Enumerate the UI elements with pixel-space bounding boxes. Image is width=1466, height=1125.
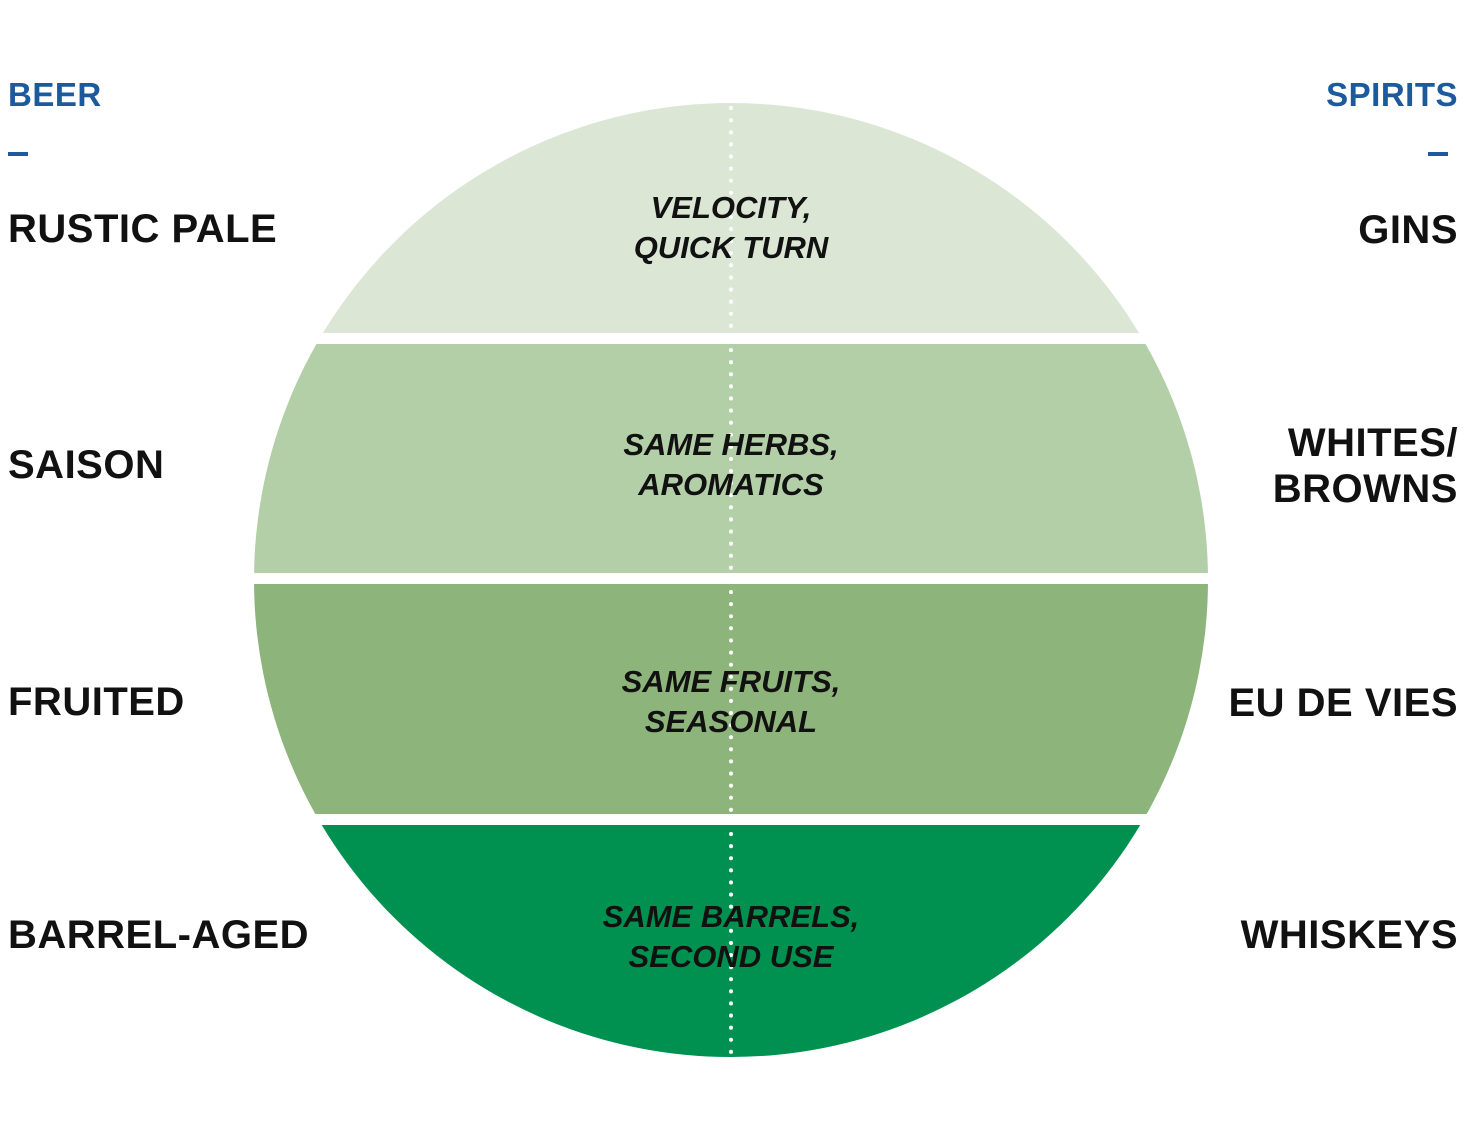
band-velocity-text-line-2: QUICK TURN bbox=[634, 230, 829, 265]
spirits-label-eu-de-vies: EU DE VIES bbox=[1228, 680, 1458, 726]
spirits-label-whiskeys: WHISKEYS bbox=[1241, 912, 1458, 958]
beer-label-fruited: FRUITED bbox=[8, 680, 185, 724]
band-fruits-text-line-2: SEASONAL bbox=[645, 704, 817, 739]
spirits-heading: SPIRITS bbox=[1326, 76, 1458, 113]
beer-label-saison: SAISON bbox=[8, 443, 165, 487]
beer-label-rustic-pale: RUSTIC PALE bbox=[8, 207, 278, 251]
beer-heading-dash bbox=[8, 152, 28, 156]
spirits-label-browns-line: BROWNS bbox=[1272, 467, 1458, 511]
band-fruits-text-line-1: SAME FRUITS, bbox=[622, 664, 841, 699]
spirits-heading-dash bbox=[1428, 152, 1448, 156]
spirits-label-gins: GINS bbox=[1358, 207, 1458, 253]
spirits-label-whites-line: WHITES/ bbox=[1287, 421, 1458, 465]
band-fruits bbox=[254, 584, 1208, 814]
band-herbs-text-line-2: AROMATICS bbox=[637, 467, 824, 502]
beer-label-barrel-aged: BARREL-AGED bbox=[8, 913, 310, 957]
band-herbs-text-line-1: SAME HERBS, bbox=[623, 427, 838, 462]
band-barrels-text-line-1: SAME BARRELS, bbox=[603, 899, 860, 934]
spirits-label-eu-de-vies-line: EU DE VIES bbox=[1228, 681, 1458, 725]
beer-heading: BEER bbox=[8, 76, 102, 113]
band-barrels-text-line-2: SECOND USE bbox=[629, 939, 835, 974]
band-velocity-text-line-1: VELOCITY, bbox=[651, 190, 812, 225]
spirits-label-whites-browns: WHITES/ BROWNS bbox=[1273, 420, 1458, 512]
spirits-label-whiskeys-line: WHISKEYS bbox=[1240, 913, 1458, 957]
spirits-label-gins-line: GINS bbox=[1358, 208, 1458, 252]
